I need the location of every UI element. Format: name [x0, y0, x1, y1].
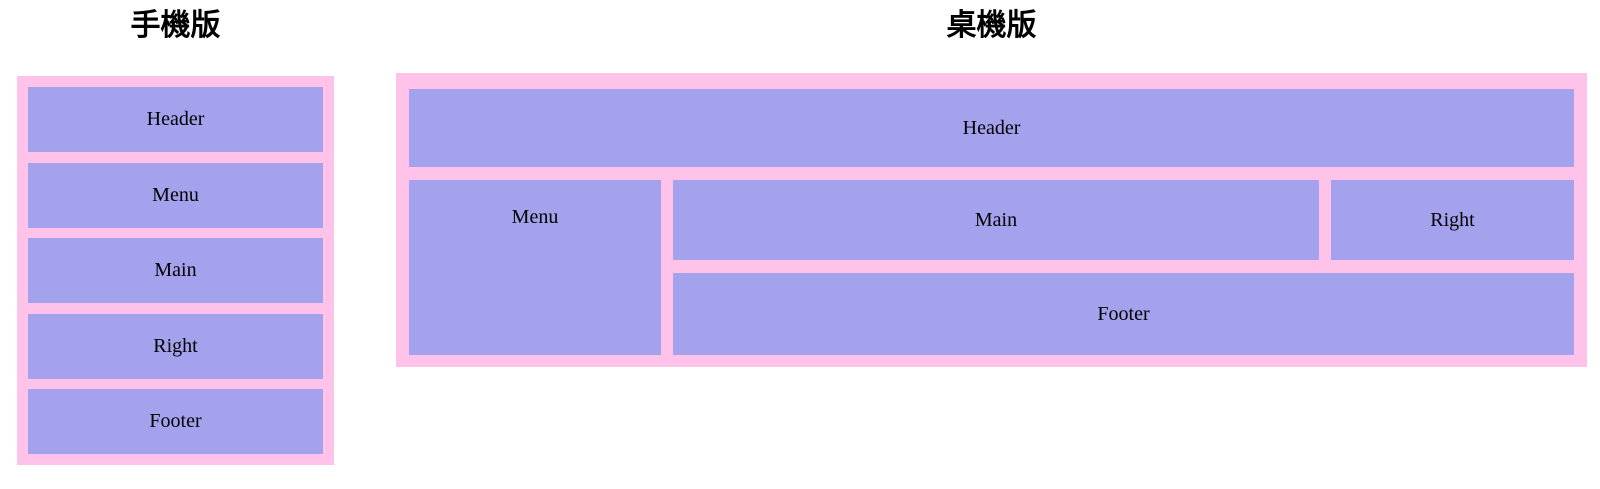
desktop-panel-title: 桌機版 — [946, 9, 1037, 42]
mobile-layout-container: Header Menu Main Right Footer — [17, 76, 334, 465]
mobile-header-box: Header — [28, 87, 323, 152]
desktop-menu-box: Menu — [409, 180, 661, 355]
mobile-menu-box: Menu — [28, 162, 323, 228]
mobile-footer-box: Footer — [28, 389, 323, 454]
mobile-main-box: Main — [28, 238, 323, 303]
desktop-right-box: Right — [1331, 180, 1574, 260]
mobile-right-box: Right — [28, 313, 323, 379]
desktop-main-box: Main — [673, 180, 1319, 260]
desktop-footer-box: Footer — [673, 273, 1574, 355]
mobile-panel-title: 手機版 — [130, 9, 221, 42]
desktop-header-box: Header — [409, 89, 1574, 167]
desktop-layout-container: Header Menu Main Right Footer — [396, 73, 1587, 367]
